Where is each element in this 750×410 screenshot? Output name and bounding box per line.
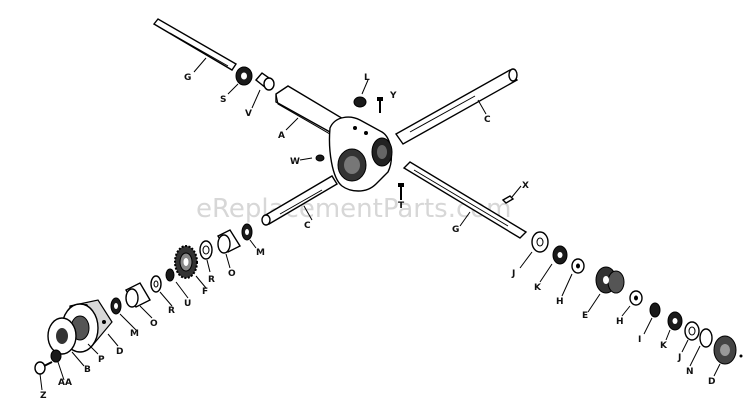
bearing-k-top [552,245,568,265]
gear-e [595,266,625,294]
bushing-o-left [125,282,151,308]
leader-lines [39,57,721,391]
label-g-left: G [184,73,191,83]
seal-w [315,154,325,162]
label-aa: AA [58,378,72,388]
label-d-left: D [116,347,123,357]
label-k-bottom: K [660,341,668,351]
bushing-o-center [216,229,242,254]
label-h-bottom: H [616,317,624,327]
label-b: B [84,365,91,375]
label-v: V [245,109,252,119]
gear-f [174,245,198,279]
shaft-g-lower [402,161,528,239]
label-m-center: M [256,248,265,258]
plug-l [353,96,367,108]
washer-aa [50,349,62,363]
label-c-right: C [484,115,491,125]
washer-m-center [241,223,253,241]
washer-m-left [110,297,122,315]
pin-x [501,195,515,204]
ring-r-left [150,275,162,293]
label-n: N [686,367,694,377]
shaft-c-upper [394,68,519,145]
label-p: P [98,355,105,365]
label-j-bottom: J [677,353,681,363]
label-o-center: O [228,269,236,279]
screw-t [398,183,404,200]
label-a: A [278,131,285,141]
label-s: S [220,95,226,105]
ring-r-center [199,240,213,260]
label-k-top: K [534,283,542,293]
bushing-j-bottom [684,321,700,341]
label-j-top: J [511,269,515,279]
bearing-s [235,66,253,86]
label-y: Y [389,91,397,101]
label-m-left: M [130,329,139,339]
label-h-top: H [556,297,564,307]
bearing-k-bottom [667,311,683,331]
hub-b [47,317,77,355]
label-x: X [522,181,529,191]
washer-u [165,268,175,282]
label-r-left: R [168,306,175,316]
label-t: T [398,201,405,211]
bushing-j-top [531,231,549,253]
label-l: L [364,73,370,83]
washer-h-bottom [629,290,643,306]
label-g-right: G [452,225,459,235]
label-e: E [582,311,588,321]
label-r-center: R [208,275,215,285]
ring-i [649,302,661,318]
bolt-z [34,361,53,375]
housing-a [275,85,393,192]
washer-h-top [571,258,585,274]
label-w: W [290,157,300,167]
screw-y [377,97,383,113]
label-o-left: O [150,319,158,329]
spacer-v [254,72,275,91]
label-c-middle: C [304,221,311,231]
ring-n [699,328,713,348]
label-z: Z [40,391,47,401]
label-d-right: D [708,377,715,387]
shaft-g-upper [152,18,237,71]
label-i: I [638,335,641,345]
cover-d-right [713,335,743,365]
label-u: U [184,299,191,309]
label-f: F [202,287,208,297]
shaft-c-middle [261,175,338,226]
